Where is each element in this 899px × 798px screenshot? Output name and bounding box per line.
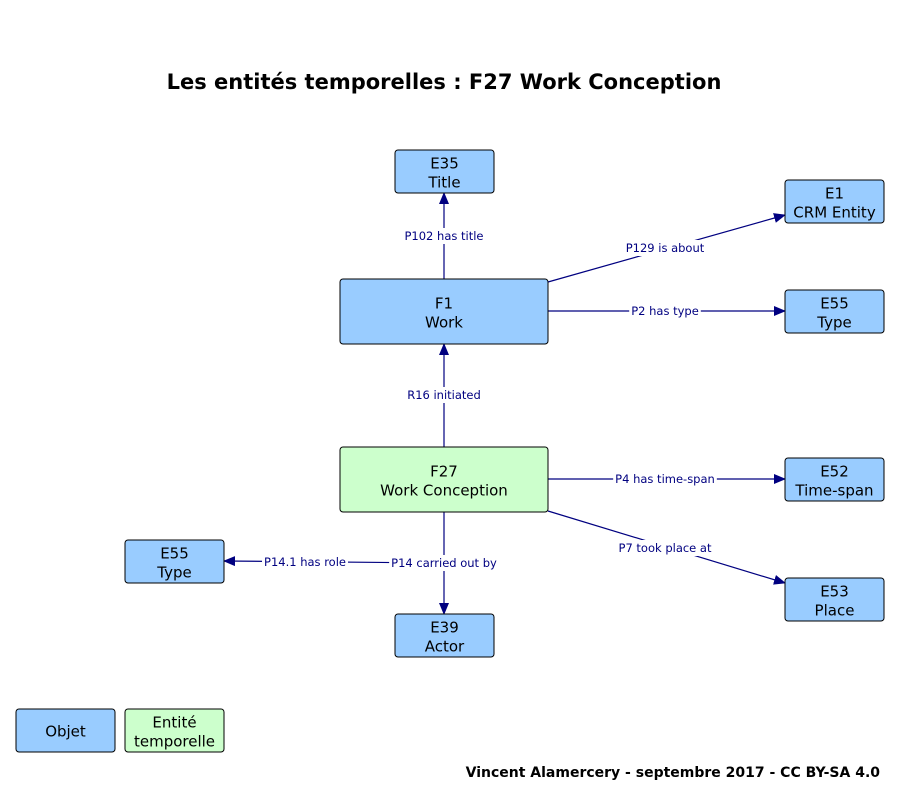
node-code: E55 [160, 545, 189, 563]
node-box [394, 613, 495, 658]
node-code: E55 [820, 295, 849, 313]
edge-label-text: R16 initiated [407, 388, 481, 402]
node-label: Place [815, 602, 855, 620]
edge-label-text: P7 took place at [619, 541, 712, 555]
diagram-title: Les entités temporelles : F27 Work Conce… [167, 70, 722, 94]
edge-label-p4: P4 has time-span [613, 471, 717, 487]
node-box [339, 278, 549, 345]
credit-text: Vincent Alamercery - septembre 2017 - CC… [466, 765, 881, 781]
node-label: Actor [425, 638, 465, 656]
edge-label-background [389, 555, 500, 571]
edge-label-background [623, 240, 707, 256]
edge-label-background [629, 303, 701, 319]
legend-swatch [15, 708, 116, 753]
node-code: E35 [430, 155, 459, 173]
edge-label-text: P2 has type [631, 304, 699, 318]
edge-label-text: P4 has time-span [615, 472, 715, 486]
edge-label-p129: P129 is about [623, 240, 707, 256]
edge-label-p7: P7 took place at [616, 540, 714, 556]
node-label: Time-span [794, 482, 873, 500]
legend-item-objet: Objet [15, 708, 116, 753]
node-label: Type [156, 564, 191, 582]
edge-label-p14: P14 carried out by [389, 555, 500, 571]
node-label: Type [816, 314, 851, 332]
node-code: E1 [825, 185, 844, 203]
node-box [394, 149, 495, 194]
node-code: F27 [430, 463, 458, 481]
edge-label-r16: R16 initiated [405, 387, 483, 403]
node-label: Work Conception [380, 482, 508, 500]
node-code: E52 [820, 463, 849, 481]
node-box [124, 539, 225, 584]
edge-label-p14-1: P14.1 has role [262, 554, 348, 570]
node-code: E39 [430, 619, 459, 637]
node-label: Title [427, 174, 460, 192]
legend-swatch [124, 708, 225, 753]
node-box [339, 446, 549, 513]
edge-label-background [616, 540, 714, 556]
node-label: Work [425, 314, 463, 332]
legend-label: Objet [45, 723, 86, 741]
edge-label-text: P129 is about [626, 241, 705, 255]
node-label: CRM Entity [793, 204, 876, 222]
node-code: E53 [820, 583, 849, 601]
edge-label-text: P14 carried out by [391, 556, 497, 570]
node-box [784, 289, 885, 334]
edge-label-background [402, 228, 486, 244]
edge-label-background [613, 471, 717, 487]
node-box [784, 577, 885, 622]
edge-label-text: P102 has title [404, 229, 483, 243]
edge-label-background [262, 554, 348, 570]
node-box [784, 179, 885, 224]
edge-label-p2: P2 has type [629, 303, 701, 319]
edge-label-p102: P102 has title [402, 228, 486, 244]
edge-label-background [405, 387, 483, 403]
edge-label-text: P14.1 has role [264, 555, 346, 569]
node-code: F1 [435, 295, 453, 313]
node-box [784, 457, 885, 502]
